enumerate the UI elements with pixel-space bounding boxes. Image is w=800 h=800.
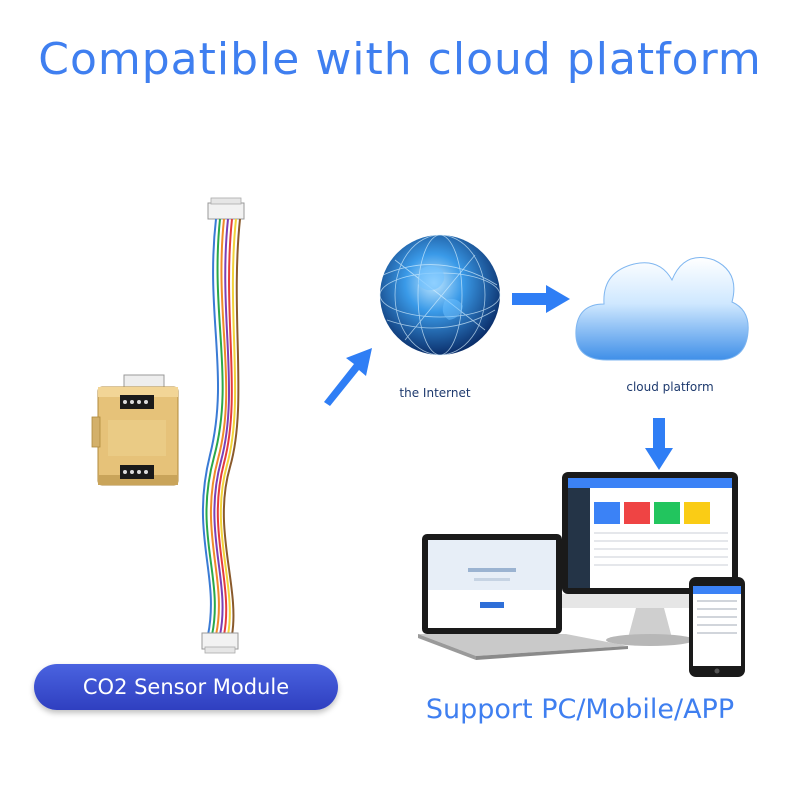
internet-label: the Internet [399, 386, 471, 400]
page-title: Compatible with cloud platform [38, 34, 762, 85]
laptop-icon [418, 534, 628, 660]
cloud-icon [575, 257, 749, 361]
arrow-down-icon [645, 418, 673, 470]
phone-icon [689, 577, 745, 677]
sensor-body-icon [91, 386, 179, 486]
arrow-right-icon [512, 285, 570, 313]
cloud-platform-label: cloud platform [626, 380, 714, 394]
bottom-connector-icon [201, 632, 239, 654]
co2-sensor-module-image [91, 197, 245, 654]
support-platforms-label: Support PC/Mobile/APP [425, 694, 735, 725]
monitor-icon [562, 472, 738, 646]
arrow-up-right-icon [324, 348, 372, 406]
top-connector-icon [207, 197, 245, 220]
sensor-module-badge: CO2 Sensor Module [34, 664, 338, 710]
wire-bundle-icon [201, 218, 241, 636]
globe-icon [379, 234, 501, 356]
